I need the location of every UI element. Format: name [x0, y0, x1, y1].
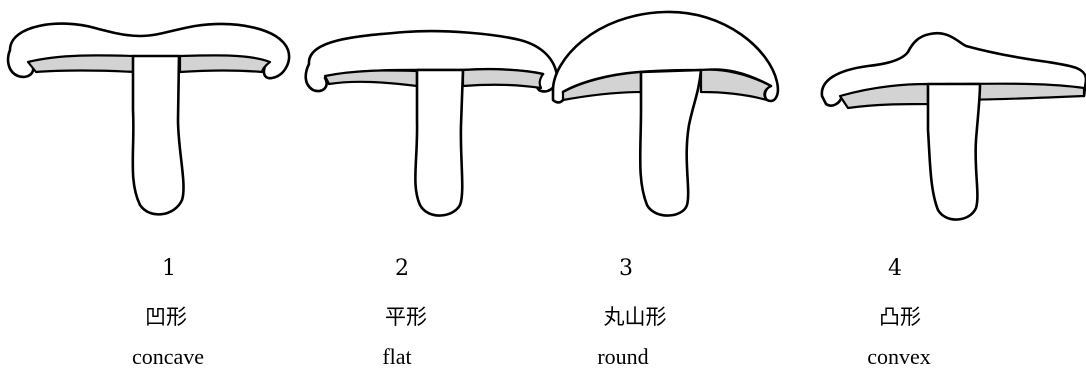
shape-name-ja-4: 凸形: [840, 301, 960, 331]
shape-name-en-2: flat: [337, 344, 457, 370]
mushroom-round-drawing: [545, 0, 785, 240]
mushroom-flat: [295, 0, 565, 240]
mushroom-flat-drawing: [295, 0, 565, 240]
shape-number-3: 3: [566, 256, 686, 281]
mushroom-round: [545, 0, 785, 240]
shape-name-ja-2: 平形: [346, 301, 466, 331]
shape-name-ja-3: 丸山形: [575, 301, 695, 331]
shape-name-ja-1: 凹形: [106, 301, 226, 331]
mushroom-concave: [0, 0, 300, 240]
mushroom-concave-drawing: [0, 0, 300, 240]
mushroom-convex: [818, 0, 1086, 240]
shape-number-4: 4: [835, 256, 955, 281]
shape-name-en-1: concave: [108, 344, 228, 370]
shape-name-en-4: convex: [839, 344, 959, 370]
shape-number-1: 1: [109, 256, 229, 281]
shape-number-2: 2: [342, 256, 462, 281]
shape-name-en-3: round: [563, 344, 683, 370]
mushroom-convex-drawing: [818, 0, 1086, 240]
